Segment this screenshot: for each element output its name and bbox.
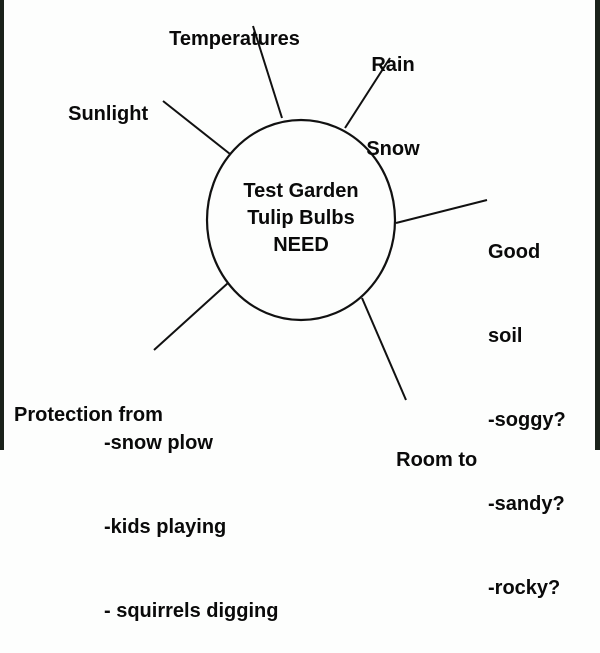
center-line-3: NEED	[273, 234, 329, 256]
center-line-2: Tulip Bulbs	[247, 207, 355, 229]
node-protection-items: -snow plow -kids playing - squirrels dig…	[104, 373, 278, 653]
protection-item: -kids playing	[104, 516, 227, 538]
center-circle	[205, 118, 397, 322]
protection-item: - squirrels digging	[104, 600, 279, 622]
node-temperatures-label: Temperatures	[169, 28, 300, 50]
node-good-soil: Good soil -soggy? -sandy? -rocky?	[488, 182, 566, 630]
connector-sunlight	[162, 100, 231, 155]
connector-good-soil	[395, 199, 488, 224]
right-frame-border	[595, 0, 600, 450]
center-line-1: Test Garden	[243, 180, 359, 202]
left-frame-border	[0, 0, 4, 450]
node-good-soil-line-4: -sandy?	[488, 493, 565, 515]
node-protection: Protection from	[14, 345, 163, 457]
connector-room-to	[361, 297, 407, 401]
connector-lines	[153, 25, 488, 401]
connector-rain-snow	[344, 57, 391, 129]
node-snow-label: Snow	[366, 138, 420, 160]
connector-temperatures	[252, 25, 283, 119]
node-good-soil-line-1: Good	[488, 241, 541, 263]
center-node-label: Test Garden Tulip Bulbs NEED	[207, 178, 395, 259]
node-temperatures: Temperatures	[158, 0, 300, 53]
node-sunlight: Sunlight	[57, 72, 148, 128]
connector-protection	[153, 282, 229, 351]
node-rain-label: Rain	[371, 54, 415, 76]
node-good-soil-line-5: -rocky?	[488, 577, 561, 599]
node-good-soil-line-2: soil	[488, 325, 523, 347]
node-room-to: Room to	[385, 418, 477, 474]
protection-item: -snow plow	[104, 432, 213, 454]
node-good-soil-line-3: -soggy?	[488, 409, 566, 431]
node-room-to-label: Room to	[396, 449, 478, 471]
node-sunlight-label: Sunlight	[68, 103, 149, 125]
node-protection-heading: Protection from	[14, 404, 163, 426]
node-rain-snow: Rain Snow	[362, 0, 424, 191]
